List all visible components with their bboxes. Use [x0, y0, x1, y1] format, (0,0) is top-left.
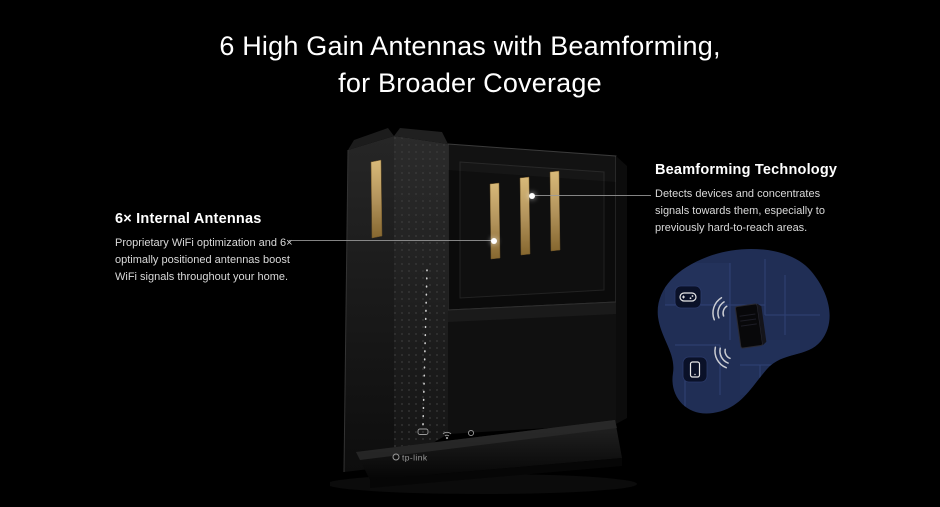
tp-link-logo: tp-link	[392, 453, 428, 463]
router-illustration: tp-link	[327, 128, 637, 494]
callout-left-heading: 6× Internal Antennas	[115, 211, 262, 227]
connector-line-right	[535, 195, 651, 196]
pillar-antenna-strip	[370, 159, 383, 239]
status-dot-icon	[467, 429, 475, 437]
coverage-illustration	[645, 245, 845, 435]
router-icon	[734, 303, 767, 349]
gamepad-icon	[674, 285, 702, 309]
tp-link-logo-text: tp-link	[402, 453, 428, 463]
led-dot-strip	[422, 269, 428, 426]
phone-icon	[682, 356, 708, 383]
page-title-line1: 6 High Gain Antennas with Beamforming,	[219, 31, 721, 61]
router-lower-body	[447, 301, 617, 434]
callout-left-body: Proprietary WiFi optimization and 6× opt…	[115, 237, 293, 283]
gamepad-status-icon	[417, 428, 429, 435]
wifi-status-icon	[442, 431, 452, 440]
callout-right-body: Detects devices and concentrates signals…	[655, 188, 825, 234]
router-left-pillar	[343, 128, 394, 473]
router-right-face	[616, 156, 627, 424]
router-base	[356, 420, 622, 488]
page-title-line2: for Broader Coverage	[338, 68, 602, 98]
connector-line-left	[289, 240, 494, 241]
connector-dot-left	[491, 238, 497, 244]
callout-right-heading: Beamforming Technology	[655, 162, 838, 178]
callout-beamforming: Beamforming Technology Detects devices a…	[655, 162, 845, 237]
coverage-blob-svg	[657, 248, 830, 414]
router-front-band	[394, 128, 448, 466]
router-product-image: tp-link	[327, 122, 640, 505]
callout-internal-antennas: 6× Internal Antennas Proprietary WiFi op…	[115, 211, 307, 286]
status-icons	[417, 428, 475, 440]
translucent-panel	[447, 143, 617, 311]
page-title: 6 High Gain Antennas with Beamforming, f…	[0, 28, 940, 102]
connector-dot-right	[529, 193, 535, 199]
